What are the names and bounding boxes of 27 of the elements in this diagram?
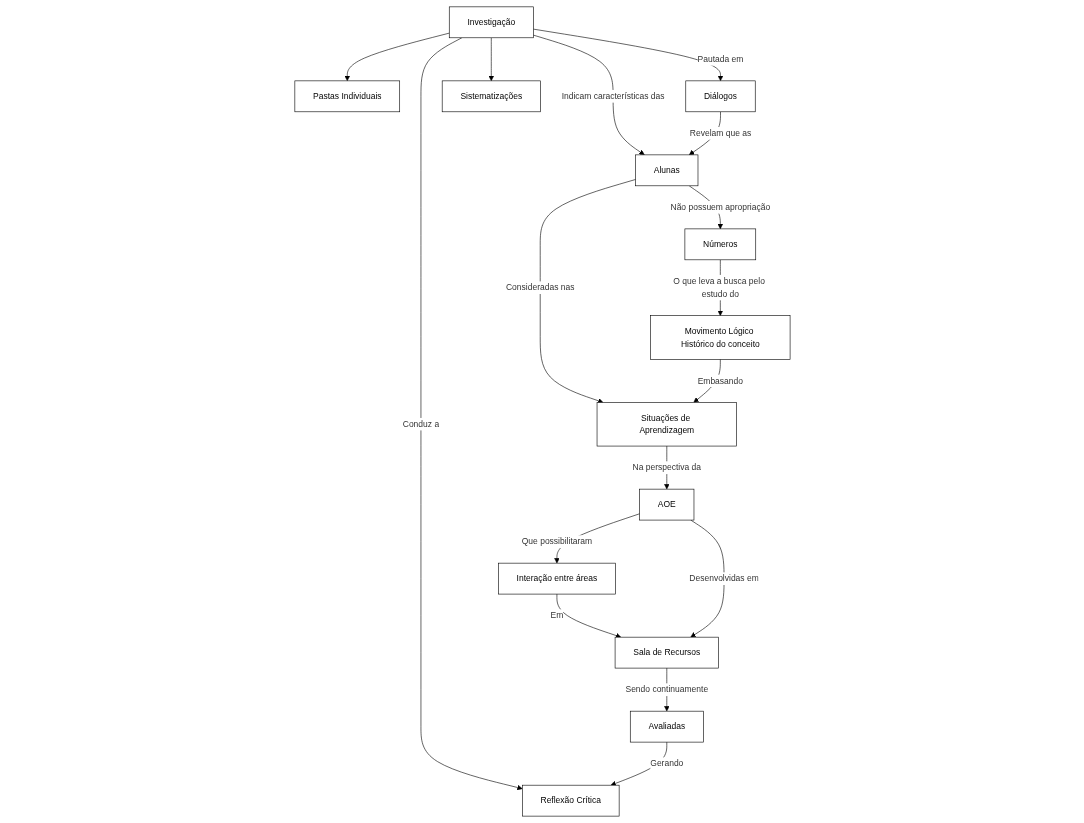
edge-label: Que possibilitaram <box>521 536 592 547</box>
node-box: Reflexão Crítica <box>521 784 619 817</box>
node-box: Pastas Individuais <box>294 80 400 113</box>
edge-label: Em <box>550 610 563 621</box>
node-box: Alunas <box>634 154 698 187</box>
edge-label: O que leva a busca pelo estudo do <box>672 276 765 299</box>
edge-label: Consideradas nas <box>505 282 574 293</box>
edge-label: Desenvolvidas em <box>688 573 759 584</box>
node-box: Sistematizações <box>441 80 541 113</box>
node-box: Interação entre áreas <box>497 562 616 595</box>
node-box: Investigação <box>448 6 534 39</box>
node-box: Avaliadas <box>629 710 704 743</box>
node-box: Situações de Aprendizagem <box>596 402 737 447</box>
node-box: AOE <box>638 488 694 521</box>
node-box: Sala de Recursos <box>614 636 719 669</box>
node-box: Movimento Lógico Histórico do conceito <box>649 315 790 360</box>
edge-label: Sendo continuamente <box>625 684 708 695</box>
edge-label: Conduz a <box>402 419 439 429</box>
node-box: Diálogos <box>685 80 756 113</box>
edge-label: Indicam características das <box>561 91 665 101</box>
edge-label: Na perspectiva da <box>632 462 701 473</box>
edge-label: Revelam que as <box>689 128 751 138</box>
edge-label: Não possuem apropriação <box>670 202 770 212</box>
edge-label: Pautada em <box>697 54 743 64</box>
edge-label: Gerando <box>649 758 683 769</box>
node-box: Números <box>684 228 756 261</box>
edge-label: Embasando <box>697 375 743 386</box>
